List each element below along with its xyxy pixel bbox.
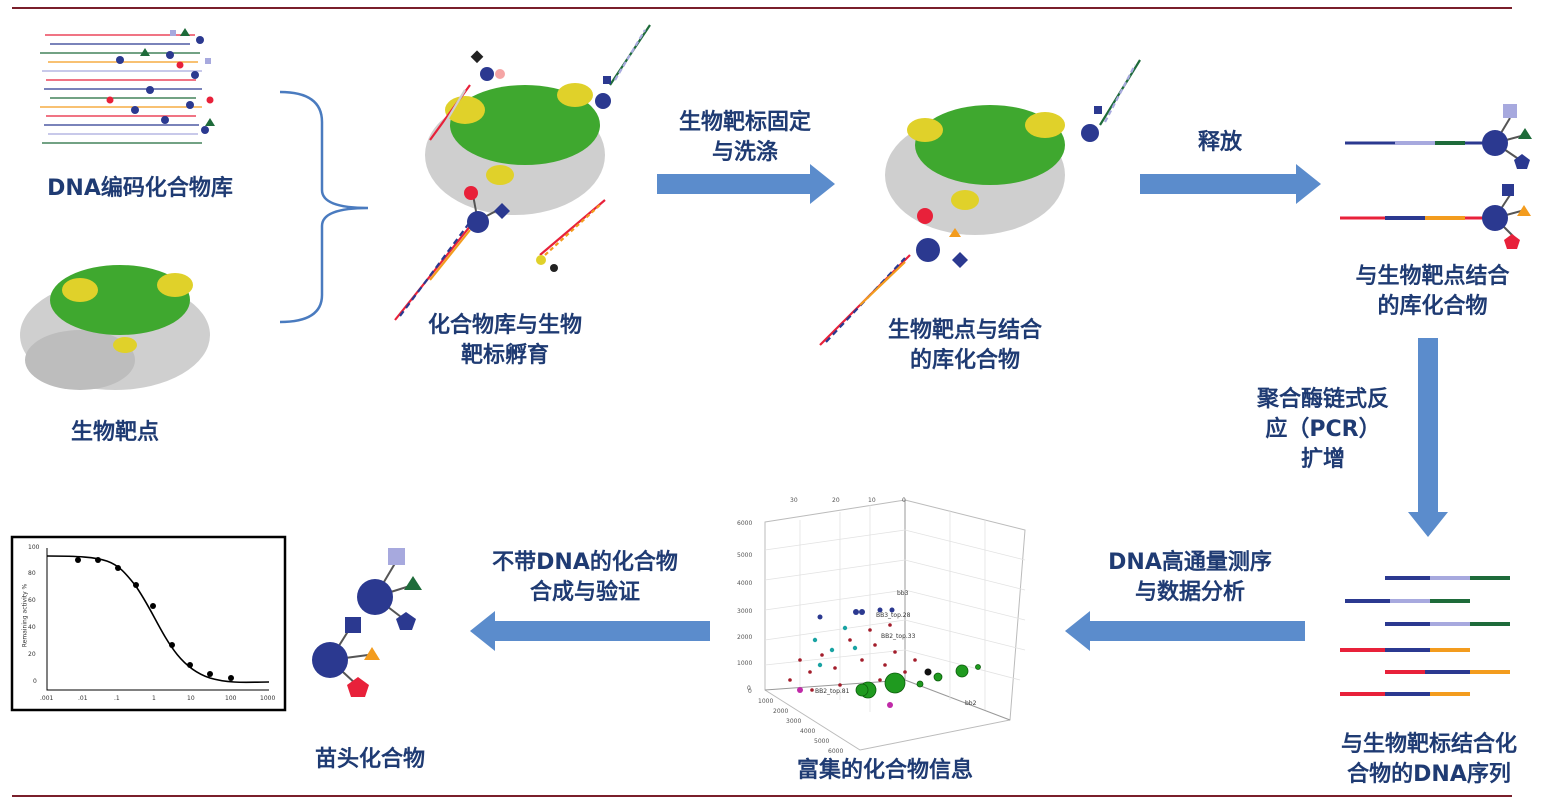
scatter-ztick: 1000: [737, 660, 753, 667]
step-pcr: 聚合酶链式反 应（PCR） 扩增: [1228, 385, 1418, 475]
dose-xtick: 1000: [260, 695, 276, 702]
step-pcr-line1: 聚合酶链式反: [1256, 387, 1389, 412]
scatter-left-tick: 3000: [786, 718, 802, 725]
dose-ylabel: Remaining activity %: [21, 583, 29, 648]
step-pcr-line3: 扩增: [1300, 447, 1345, 472]
label-library: DNA编码化合物库: [47, 176, 233, 201]
label-bound-dna-line1: 与生物靶标结合化: [1340, 732, 1517, 757]
label-bound-on-target-line2: 的库化合物: [909, 348, 1020, 373]
scatter-ztick: 3000: [737, 608, 753, 615]
scatter-ztick: 5000: [737, 552, 753, 559]
dose-xtick: .1: [114, 695, 120, 702]
step-immobilize-wash: 生物靶标固定 与洗涤: [645, 108, 845, 168]
scatter-point-label: bb3: [897, 590, 909, 597]
step-pcr-line2: 应（PCR）: [1265, 417, 1381, 442]
label-bound-on-target-line1: 生物靶点与结合: [887, 318, 1042, 343]
dna-sequences: [1340, 576, 1510, 696]
dose-xtick: 1: [152, 695, 156, 702]
scatter-point-label: BB2_top.33: [881, 633, 916, 640]
label-bound-dna-line2: 合物的DNA序列: [1347, 762, 1511, 787]
step-synthesis: 不带DNA的化合物 合成与验证: [470, 548, 700, 608]
step-synthesis-line1: 不带DNA的化合物: [492, 550, 678, 575]
dose-xtick: 100: [225, 695, 237, 702]
dose-ytick: 100: [28, 544, 40, 551]
scatter-point-label: BB2_top.81: [815, 688, 850, 695]
scatter-ztick: 4000: [737, 580, 753, 587]
released-compounds: [1340, 104, 1532, 249]
scatter-top-tick: 20: [832, 497, 840, 504]
label-released-bound-line2: 的库化合物: [1377, 294, 1488, 319]
step-release: 释放: [1197, 130, 1242, 155]
scatter-left-tick: 1000: [758, 698, 774, 705]
bound-protein: [885, 105, 1065, 235]
scatter-left-tick: 0: [748, 688, 752, 695]
label-enriched-info: 富集的化合物信息: [796, 758, 973, 783]
label-bound-on-target: 生物靶点与结合 的库化合物: [855, 316, 1075, 376]
label-released-bound: 与生物靶点结合 的库化合物: [1325, 262, 1540, 322]
scatter-ztick: 0: [747, 685, 751, 692]
scatter-point-label: bb2: [965, 700, 977, 707]
dose-ytick: 40: [28, 624, 36, 631]
incubation-dna-strands: [394, 24, 651, 321]
process-arrows: [470, 164, 1448, 651]
scatter-point-label: BB3_top.28: [876, 612, 911, 619]
scatter-top-tick: 10: [868, 497, 876, 504]
scatter-left-tick: 4000: [800, 728, 816, 735]
bottom-rule: [12, 795, 1512, 797]
scatter-left-tick: 2000: [773, 708, 789, 715]
scatter-left-tick: 5000: [814, 738, 830, 745]
scatter-left-tick: 6000: [828, 748, 844, 755]
dose-response-chart: [10, 535, 287, 712]
label-incubation-line2: 靶标孵育: [460, 343, 549, 368]
bound-dna-strands: [819, 59, 1141, 346]
step-immobilize-wash-line1: 生物靶标固定: [678, 110, 811, 135]
step-sequencing-line2: 与数据分析: [1134, 580, 1245, 605]
label-released-bound-line1: 与生物靶点结合: [1355, 264, 1510, 289]
scatter-ztick: 6000: [737, 520, 753, 527]
incubation-ligands: [464, 50, 611, 272]
label-incubation-line1: 化合物库与生物: [427, 313, 582, 338]
dna-library-grid: [40, 28, 215, 144]
step-immobilize-wash-line2: 与洗涤: [711, 140, 778, 165]
step-synthesis-line2: 合成与验证: [529, 580, 640, 605]
step-sequencing-line1: DNA高通量测序: [1108, 550, 1272, 575]
bracket: [279, 90, 369, 324]
dose-ytick: 0: [33, 678, 37, 685]
dose-ytick: 80: [28, 570, 36, 577]
label-incubation: 化合物库与生物 靶标孵育: [395, 311, 615, 371]
top-rule: [12, 7, 1512, 9]
scatter-ztick: 2000: [737, 634, 753, 641]
dose-xtick: .01: [78, 695, 88, 702]
dose-xtick: 10: [187, 695, 195, 702]
incubation-protein: [425, 83, 605, 215]
dose-xtick: .001: [40, 695, 54, 702]
dose-ytick: 60: [28, 597, 36, 604]
label-bound-dna: 与生物靶标结合化 合物的DNA序列: [1318, 730, 1540, 790]
label-target: 生物靶点: [70, 420, 159, 445]
scatter3d-chart: [764, 499, 1026, 751]
label-hit: 苗头化合物: [314, 747, 425, 772]
target-protein: [20, 265, 210, 390]
step-sequencing: DNA高通量测序 与数据分析: [1085, 548, 1295, 608]
scatter-top-tick: 0: [902, 497, 906, 504]
hit-compounds: [312, 548, 422, 697]
bound-ligands: [916, 106, 1102, 268]
dose-ytick: 20: [28, 651, 36, 658]
scatter-top-tick: 30: [790, 497, 798, 504]
